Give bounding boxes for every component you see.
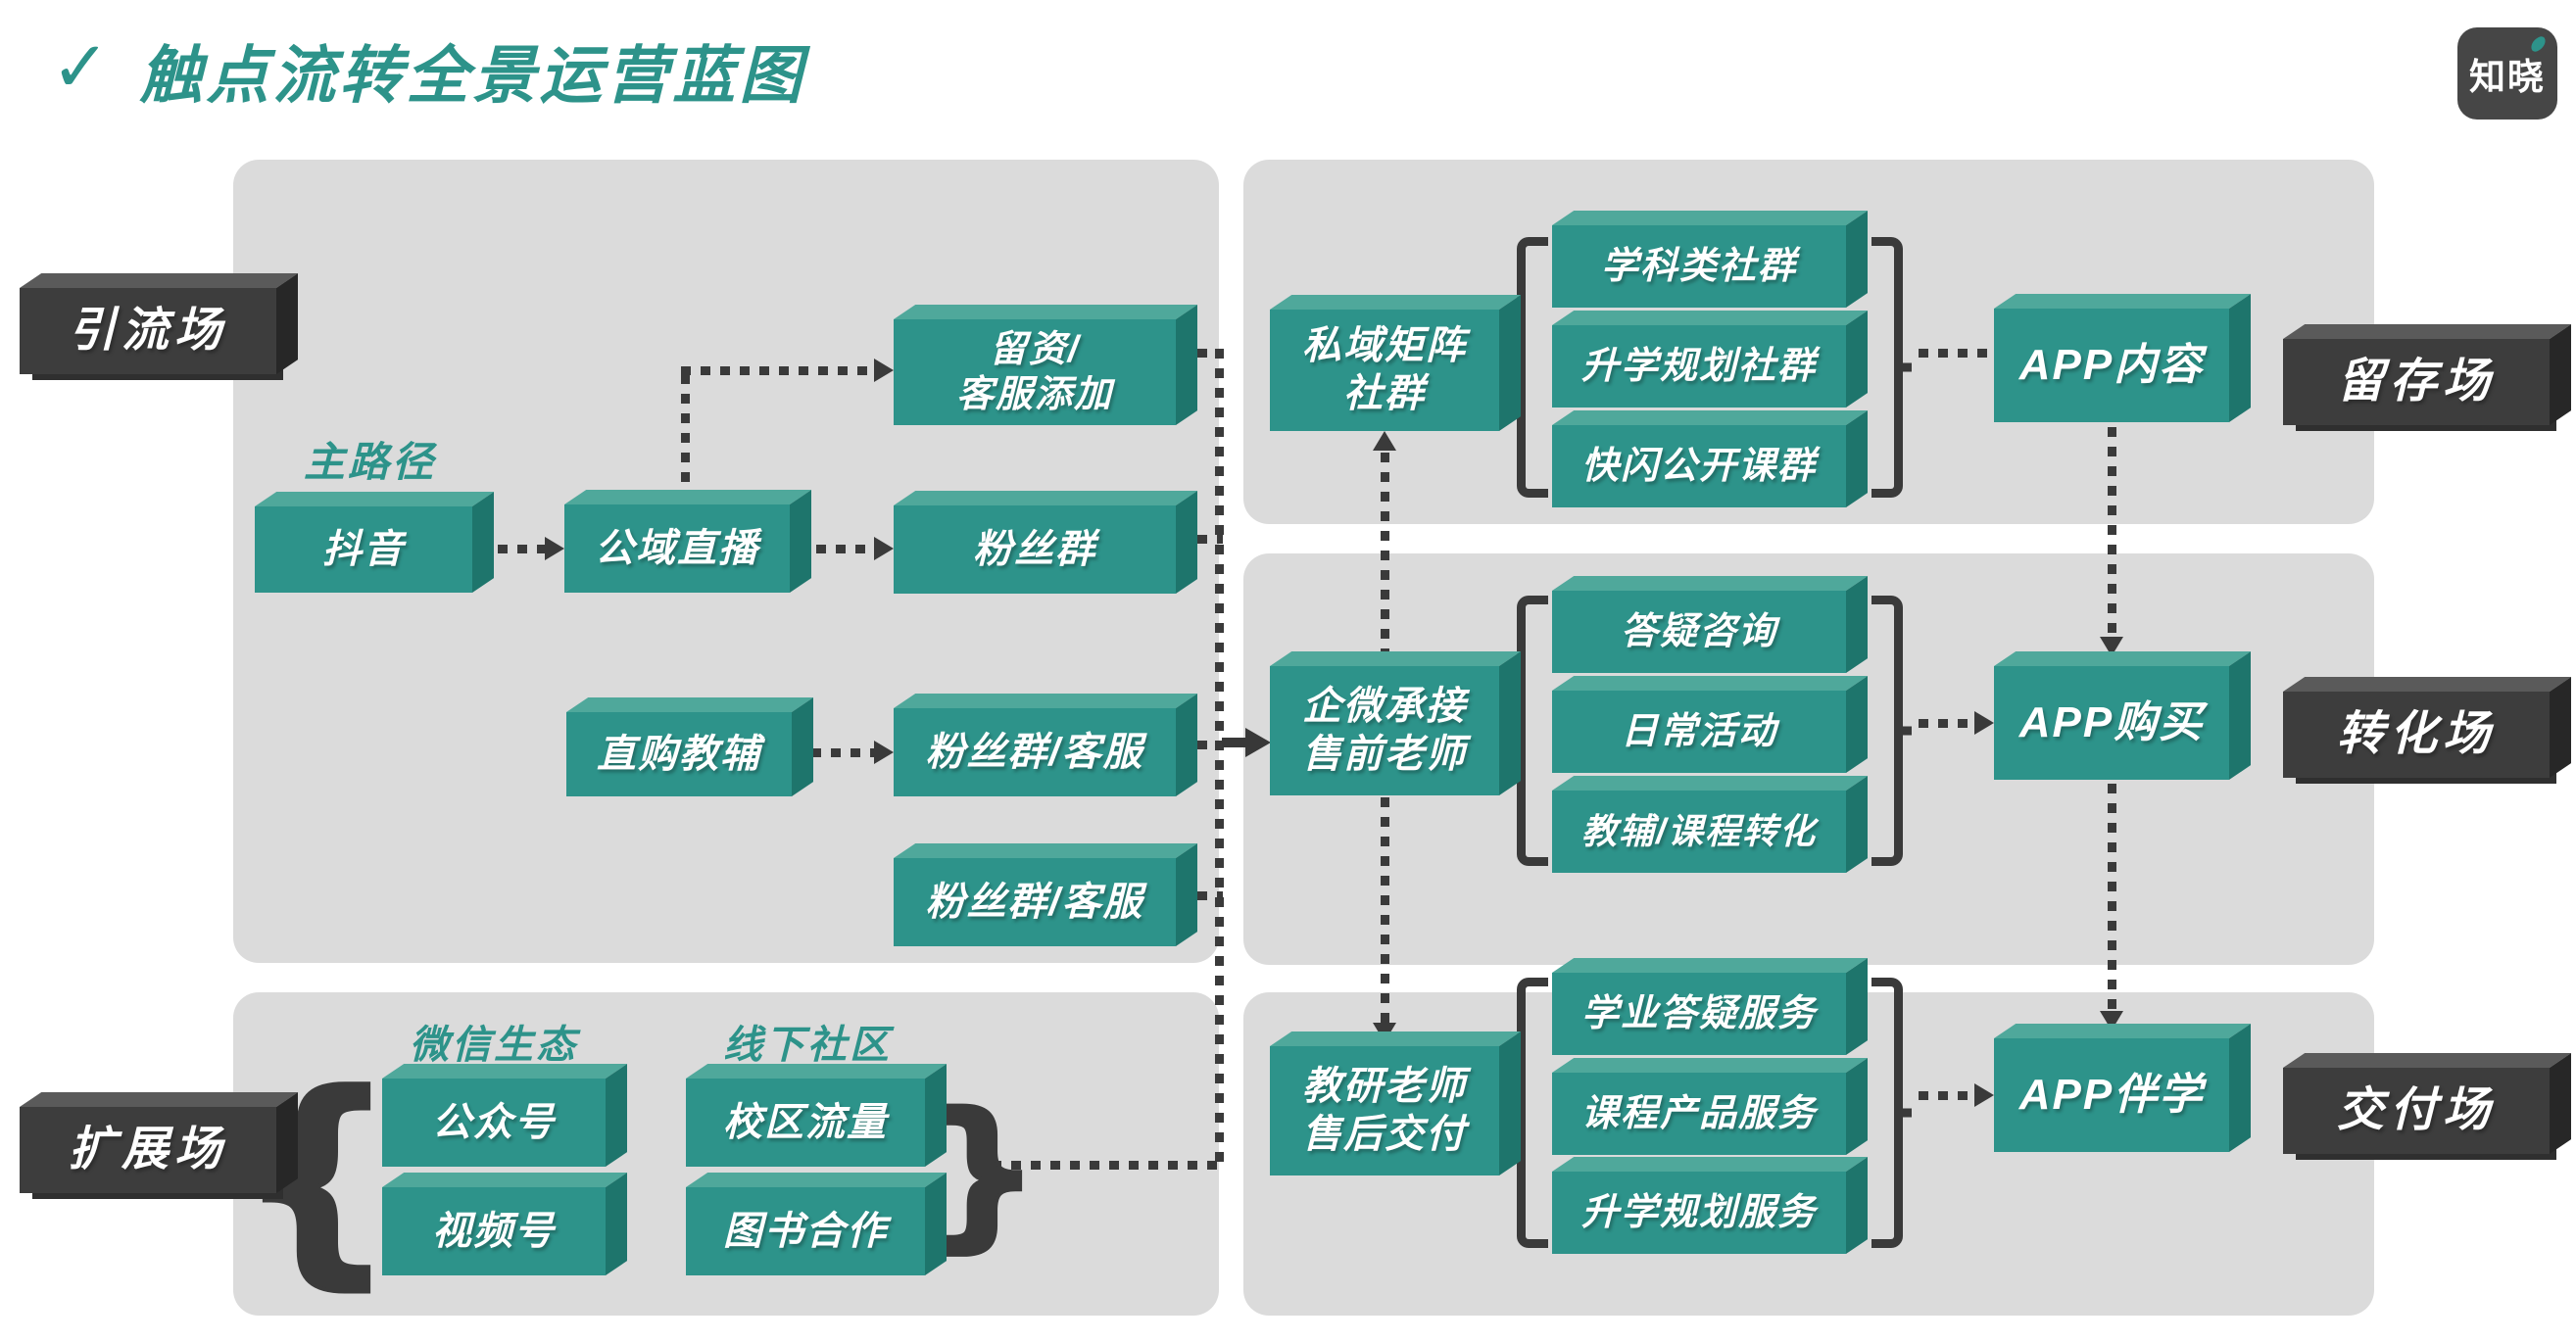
bracket-right-retention xyxy=(1871,237,1903,498)
zone-label-traffic: 引流场 xyxy=(20,288,276,374)
connector-directbuy-fansservice xyxy=(811,748,874,757)
connector-fansservice1-out xyxy=(1197,741,1223,749)
node-daily-activity: 日常活动 xyxy=(1552,691,1846,773)
zone-label-retention: 留存场 xyxy=(2283,339,2550,425)
zone-label-expansion: 扩展场 xyxy=(20,1107,276,1193)
arrowhead-privatematrix xyxy=(1373,431,1396,451)
arrowhead-fansservice xyxy=(874,741,894,764)
node-flash-open-class-groups: 快闪公开课群 xyxy=(1552,425,1846,507)
connector-publiclive-fansgroup xyxy=(816,545,874,553)
connector-trunk-vertical xyxy=(1215,349,1224,1172)
label-offline-community: 线下社区 xyxy=(723,1024,892,1067)
node-admission-plan-groups: 升学规划社群 xyxy=(1552,325,1846,408)
node-app-purchase: APP购买 xyxy=(1994,666,2229,780)
arrowhead-appcompanion xyxy=(1974,1083,1994,1107)
node-material-course-conversion: 教辅/课程转化 xyxy=(1552,791,1846,873)
node-video-account: 视频号 xyxy=(382,1187,606,1275)
arrowhead-apppurchase xyxy=(1974,711,1994,735)
connector-groups-appcontent xyxy=(1919,349,1994,358)
label-main-path: 主路径 xyxy=(304,439,437,485)
connector-groups-appcompanion xyxy=(1919,1091,1974,1100)
node-douyin: 抖音 xyxy=(255,506,472,593)
connector-wecom-privatematrix xyxy=(1381,453,1389,664)
node-book-partnership: 图书合作 xyxy=(686,1187,925,1275)
node-subject-groups: 学科类社群 xyxy=(1552,225,1846,308)
connector-leadcapture-out xyxy=(1197,349,1223,358)
logo-text: 知晓 xyxy=(2469,57,2546,97)
node-course-product-service: 课程产品服务 xyxy=(1552,1073,1846,1155)
connector-expansion-trunk xyxy=(992,1161,1219,1170)
check-icon: ✓ xyxy=(51,28,111,107)
bracket-right-delivery xyxy=(1871,978,1903,1248)
brace-right-icon: } xyxy=(923,1077,1042,1269)
node-campus-traffic: 校区流量 xyxy=(686,1079,925,1167)
bracket-right-conversion xyxy=(1871,596,1903,866)
connector-publiclive-up xyxy=(681,374,690,493)
node-fans-group-service-2: 粉丝群/客服 xyxy=(894,858,1176,946)
connector-appcontent-apppurchase xyxy=(2108,427,2116,635)
zone-label-conversion: 转化场 xyxy=(2283,692,2550,778)
node-private-matrix: 私域矩阵 社群 xyxy=(1270,310,1499,431)
connector-wecom-research xyxy=(1381,797,1389,1023)
node-public-live: 公域直播 xyxy=(564,504,790,593)
arrowhead-wecom xyxy=(1245,728,1271,757)
zhixiao-logo: 知晓 xyxy=(2457,27,2557,120)
bracket-left-delivery xyxy=(1517,978,1548,1248)
connector-douyin-publiclive xyxy=(498,545,545,553)
arrowhead-publiclive xyxy=(545,537,564,560)
node-research-aftersales: 教研老师 售后交付 xyxy=(1270,1046,1499,1175)
node-qa-consult: 答疑咨询 xyxy=(1552,591,1846,673)
connector-fansservice2-out xyxy=(1197,891,1223,900)
bracket-left-retention xyxy=(1517,237,1548,498)
arrowhead-fansgroup xyxy=(874,537,894,560)
node-app-content: APP内容 xyxy=(1994,309,2229,422)
bracket-left-conversion xyxy=(1517,596,1548,866)
node-direct-purchase: 直购教辅 xyxy=(566,712,792,796)
node-fans-group-service-1: 粉丝群/客服 xyxy=(894,708,1176,796)
node-wecom-presales: 企微承接 售前老师 xyxy=(1270,666,1499,795)
label-wechat-ecosystem: 微信生态 xyxy=(410,1024,578,1067)
page-title-text: 触点流转全景运营蓝图 xyxy=(139,40,806,111)
page-title: ✓ 触点流转全景运营蓝图 xyxy=(51,25,805,116)
node-official-account: 公众号 xyxy=(382,1079,606,1167)
zone-label-delivery: 交付场 xyxy=(2283,1068,2550,1154)
connector-groups-apppurchase xyxy=(1919,719,1974,728)
arrowhead-leadcapture xyxy=(874,359,894,382)
node-fans-group: 粉丝群 xyxy=(894,505,1176,594)
node-lead-capture: 留资/ 客服添加 xyxy=(894,319,1176,425)
connector-elbow-leadcapture xyxy=(681,366,874,375)
node-admission-plan-service: 升学规划服务 xyxy=(1552,1172,1846,1254)
node-app-companion: APP伴学 xyxy=(1994,1038,2229,1152)
node-academic-qa-service: 学业答疑服务 xyxy=(1552,973,1846,1055)
connector-trunk-wecom xyxy=(1222,738,1247,747)
connector-apppurchase-appcompanion xyxy=(2108,784,2116,1009)
connector-fansgroup-out xyxy=(1197,535,1223,544)
